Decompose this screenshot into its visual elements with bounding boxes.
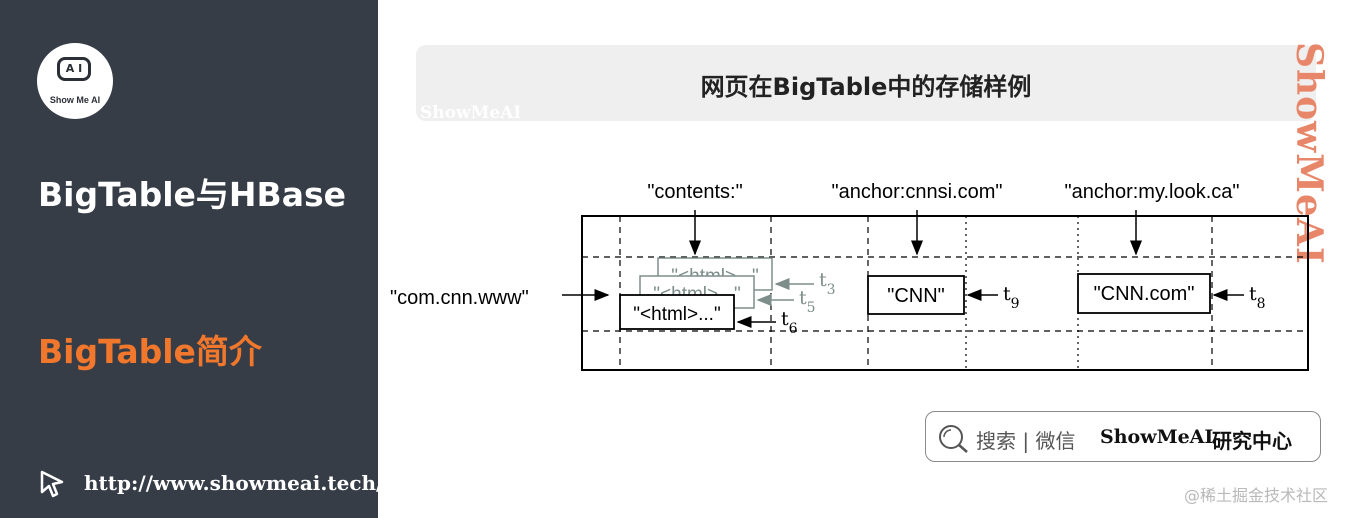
table-frame: [581, 215, 1309, 371]
version-value-t6: "<html>...": [633, 304, 720, 325]
cursor-click-icon: [40, 470, 64, 498]
anchor-cnnsi-value: "CNN": [887, 285, 945, 307]
timestamp-t8: t8: [1249, 283, 1266, 312]
timestamp-t6: t6: [781, 308, 798, 337]
wechat-search-box[interactable]: 搜索 | 微信 ShowMeAI 研究中心: [925, 411, 1321, 462]
timestamp-t9: t9: [1003, 283, 1020, 312]
column-label-anchor-cnnsi: "anchor:cnnsi.com": [832, 181, 1003, 203]
column-label-contents: "contents:": [647, 181, 742, 203]
row-key-label: "com.cnn.www": [390, 287, 529, 309]
column-label-anchor-mylook: "anchor:my.look.ca": [1064, 181, 1239, 203]
version-cell-t6: [619, 294, 735, 330]
logo-text: Show Me AI: [49, 95, 101, 105]
sidebar: A I Show Me AI BigTable与HBase BigTable简介…: [0, 0, 383, 518]
section-subtitle: BigTable简介: [38, 332, 262, 371]
anchor-mylook-cell: [1077, 273, 1211, 314]
showmeai-logo[interactable]: A I Show Me AI: [37, 43, 113, 119]
timestamp-t3: t3: [819, 269, 836, 298]
website-link[interactable]: http://www.showmeai.tech/: [84, 471, 384, 495]
source-credit: @稀土掘金技术社区: [1184, 486, 1329, 505]
robot-face-icon: A I: [57, 57, 91, 81]
search-brand-suffix: 研究中心: [1212, 429, 1292, 453]
search-brand: ShowMeAI: [1100, 426, 1214, 448]
search-icon: [939, 425, 968, 453]
timestamp-t5: t5: [799, 287, 816, 316]
slide-header: 网页在BigTable中的存储样例 ShowMeAI: [416, 45, 1316, 123]
anchor-cnnsi-cell: [867, 275, 965, 315]
anchor-mylook-value: "CNN.com": [1094, 283, 1195, 305]
slide-title: 网页在BigTable中的存储样例: [700, 73, 1032, 101]
header-watermark: ShowMeAI: [420, 103, 522, 123]
section-title: BigTable与HBase: [38, 175, 346, 214]
search-label: 搜索 | 微信: [976, 429, 1076, 453]
